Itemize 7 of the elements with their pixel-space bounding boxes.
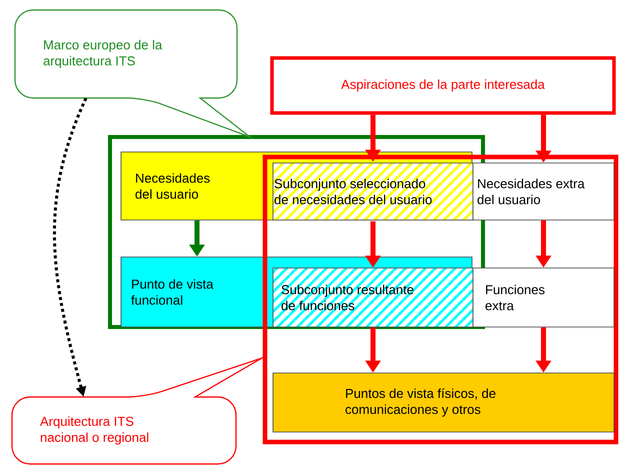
scope-frame [262, 154, 618, 444]
process-box: Necesidades extra del usuario [472, 162, 614, 220]
callout-bubble: Marco europeo de la arquitectura ITS [14, 9, 251, 138]
process-box: Funciones extra [472, 268, 614, 328]
stakeholder-box: Aspiraciones de la parte interesada [270, 56, 616, 115]
process-box: Puntos de vista físicos, de comunicaciones y otros [272, 372, 614, 432]
callout-bubble: Arquitectura ITS nacional o regional [11, 357, 263, 465]
